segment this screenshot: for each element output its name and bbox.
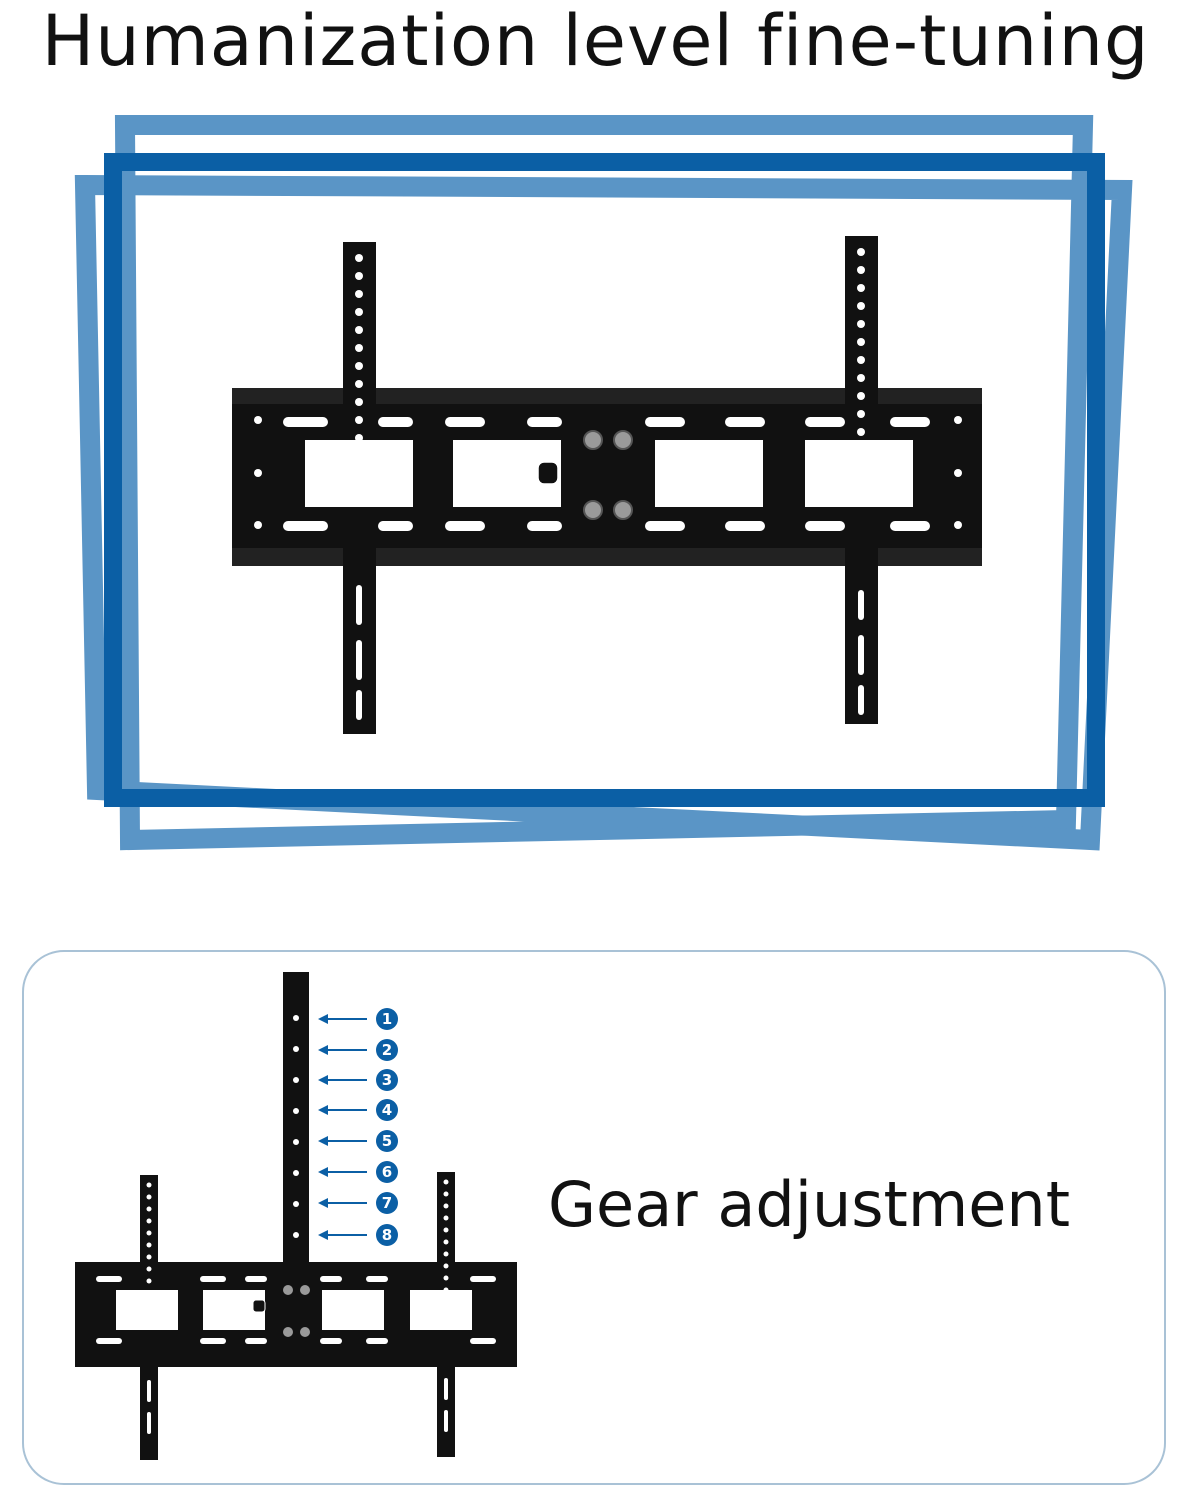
frame-outline-dark [104,153,1105,807]
frame-outline-light-1 [114,115,1094,851]
page-title: Humanization level fine-tuning [41,0,1150,82]
frame-outline-light-2 [74,174,1133,851]
gear-adjustment-panel [22,950,1166,1485]
bracket-arm-holes [355,248,865,720]
gear-adjustment-label: Gear adjustment [548,1168,1071,1241]
bracket-bolts [537,430,633,520]
tilted-frame-illustration [74,115,1133,851]
